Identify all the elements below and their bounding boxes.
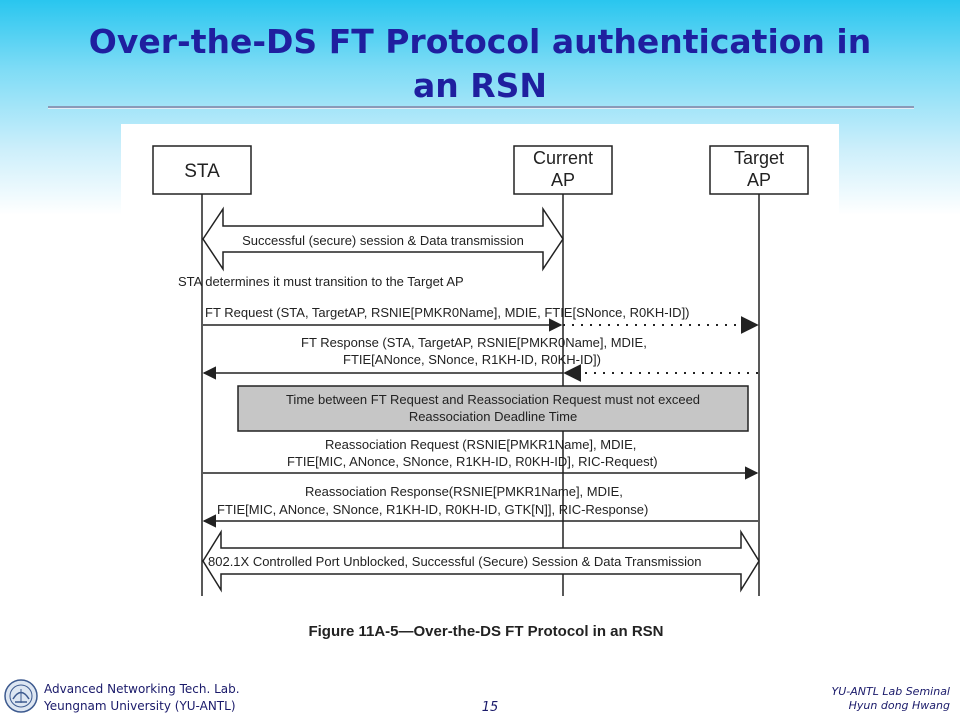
- slide-title-line2: an RSN: [412, 66, 548, 105]
- target-ap-label-line2: AP: [747, 170, 771, 190]
- sequence-diagram: STA Current AP Target AP Successful (sec…: [121, 124, 839, 654]
- reassoc-request-label-line1: Reassociation Request (RSNIE[PMKR1Name],…: [325, 437, 636, 452]
- reassoc-response-label-line2: FTIE[MIC, ANonce, SNonce, R1KH-ID, R0KH-…: [217, 502, 648, 517]
- deadline-label-line1: Time between FT Request and Reassociatio…: [286, 392, 700, 407]
- target-ap-label-line1: Target: [734, 148, 784, 168]
- ft-request-label: FT Request (STA, TargetAP, RSNIE[PMKR0Na…: [205, 305, 690, 320]
- ft-response-label-line1: FT Response (STA, TargetAP, RSNIE[PMKR0N…: [301, 335, 647, 350]
- sequence-diagram-svg: STA Current AP Target AP Successful (sec…: [152, 145, 809, 640]
- footer-seminar: YU-ANTL Lab Seminal: [831, 685, 950, 698]
- current-ap-box: [513, 145, 613, 195]
- footer-lab-name: Advanced Networking Tech. Lab.: [44, 682, 240, 696]
- page-number: 15: [481, 700, 499, 715]
- footer-presenter: Hyun dong Hwang: [848, 699, 950, 712]
- footer-university: Yeungnam University (YU-ANTL): [44, 699, 236, 713]
- deadline-box: [237, 385, 749, 432]
- reassoc-request-label-line2: FTIE[MIC, ANonce, SNonce, R1KH-ID, R0KH-…: [287, 454, 658, 469]
- deadline-label-line2: Reassociation Deadline Time: [409, 409, 577, 424]
- port-unblocked-label: 802.1X Controlled Port Unblocked, Succes…: [208, 554, 702, 569]
- slide-title: Over-the-DS FT Protocol authentication i…: [40, 20, 920, 108]
- university-logo: [4, 679, 38, 713]
- port-unblocked-block-arrow: [202, 529, 760, 593]
- reassoc-response-label-line1: Reassociation Response(RSNIE[PMKR1Name],…: [305, 484, 623, 499]
- sta-label: STA: [184, 161, 220, 182]
- current-ap-label-line1: Current: [533, 148, 593, 168]
- current-ap-label-line2: AP: [551, 170, 575, 190]
- session-data-label: Successful (secure) session & Data trans…: [242, 233, 524, 248]
- ft-response-label-line2: FTIE[ANonce, SNonce, R1KH-ID, R0KH-ID]): [343, 352, 601, 367]
- sta-determines-label: STA determines it must transition to the…: [178, 274, 464, 289]
- slide-title-line1: Over-the-DS FT Protocol authentication i…: [88, 22, 872, 61]
- sta-box: [152, 145, 252, 195]
- figure-caption: Figure 11A-5—Over-the-DS FT Protocol in …: [308, 623, 663, 640]
- title-divider: [48, 106, 914, 109]
- session-data-block-arrow: [202, 206, 564, 272]
